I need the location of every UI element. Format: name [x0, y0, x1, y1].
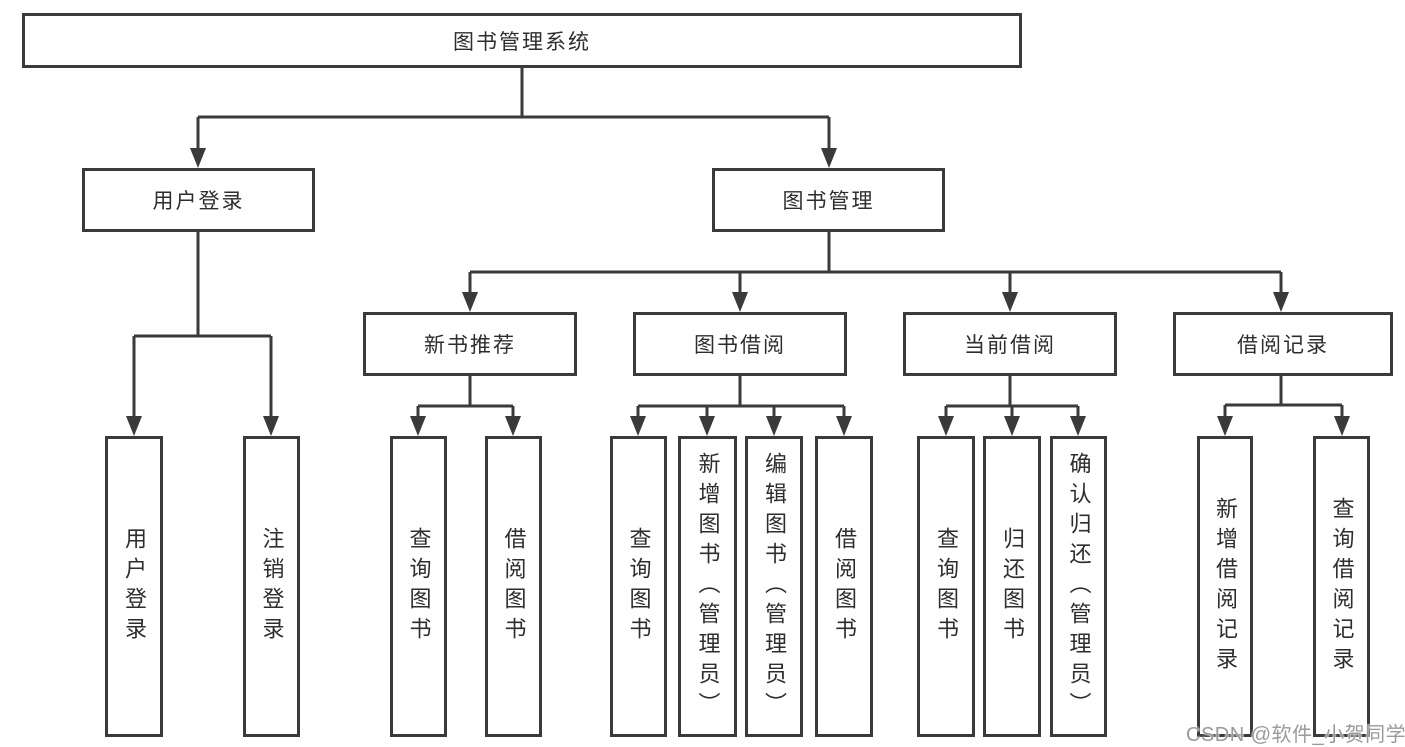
leaf-edit-books-admin: 编辑图书（管理员）	[745, 436, 803, 737]
leaf-label: 查询图书	[934, 526, 959, 647]
leaf-label: 查询图书	[626, 526, 652, 647]
leaf-label: 新增借阅记录	[1213, 496, 1238, 677]
leaf-label: 编辑图书（管理员）	[762, 451, 787, 722]
leaf-user-login: 用户登录	[105, 436, 163, 737]
leaf-label: 新增图书（管理员）	[695, 451, 721, 722]
leaf-label: 查询图书	[406, 526, 432, 647]
connector-lines	[132, 68, 1344, 418]
leaf-add-borrow-record: 新增借阅记录	[1197, 436, 1253, 737]
arrowhead-icon	[732, 292, 748, 312]
arrowhead-icon	[410, 416, 426, 436]
arrowhead-icon	[126, 416, 142, 436]
csdn-watermark: CSDN @软件_小贺同学	[1186, 724, 1405, 746]
arrowhead-icon	[1334, 416, 1350, 436]
leaf-label: 借阅图书	[832, 526, 857, 647]
leaf-query-books-current: 查询图书	[917, 436, 975, 737]
arrowhead-icon	[699, 416, 715, 436]
leaf-label: 用户登录	[122, 526, 147, 647]
arrowhead-icon	[766, 416, 782, 436]
leaf-query-borrow-record: 查询借阅记录	[1313, 436, 1370, 737]
arrowhead-icon	[938, 416, 954, 436]
leaf-label: 借阅图书	[501, 526, 527, 647]
leaf-query-books-recommend: 查询图书	[390, 436, 447, 737]
arrowhead-icon	[190, 148, 206, 168]
arrowhead-icon	[462, 292, 478, 312]
node-user-login: 用户登录	[82, 168, 315, 232]
leaf-label: 归还图书	[1000, 526, 1025, 647]
arrowhead-icon	[630, 416, 646, 436]
leaf-label: 查询借阅记录	[1329, 496, 1355, 677]
arrowhead-icon	[1217, 416, 1233, 436]
leaf-borrow-books-recommend: 借阅图书	[485, 436, 542, 737]
leaf-return-books: 归还图书	[983, 436, 1041, 737]
node-book-borrowing: 图书借阅	[633, 312, 847, 376]
leaf-confirm-return-admin: 确认归还（管理员）	[1050, 436, 1107, 737]
node-borrowing-records: 借阅记录	[1173, 312, 1393, 376]
leaf-query-books-borrow: 查询图书	[610, 436, 667, 737]
node-book-management: 图书管理	[712, 168, 945, 232]
node-current-borrowing: 当前借阅	[903, 312, 1117, 376]
arrowhead-icon	[1273, 292, 1289, 312]
arrowheads	[126, 148, 1350, 436]
arrowhead-icon	[1004, 416, 1020, 436]
leaf-label: 注销登录	[259, 526, 285, 647]
arrowhead-icon	[505, 416, 521, 436]
arrowhead-icon	[1002, 292, 1018, 312]
leaf-borrow-books: 借阅图书	[815, 436, 873, 737]
leaf-logout: 注销登录	[243, 436, 300, 737]
arrowhead-icon	[836, 416, 852, 436]
arrowhead-icon	[263, 416, 279, 436]
node-library-management-system: 图书管理系统	[22, 13, 1022, 68]
node-new-book-recommendation: 新书推荐	[363, 312, 577, 376]
arrowhead-icon	[821, 148, 837, 168]
leaf-add-books-admin: 新增图书（管理员）	[678, 436, 737, 737]
arrowhead-icon	[1070, 416, 1086, 436]
leaf-label: 确认归还（管理员）	[1066, 451, 1092, 722]
